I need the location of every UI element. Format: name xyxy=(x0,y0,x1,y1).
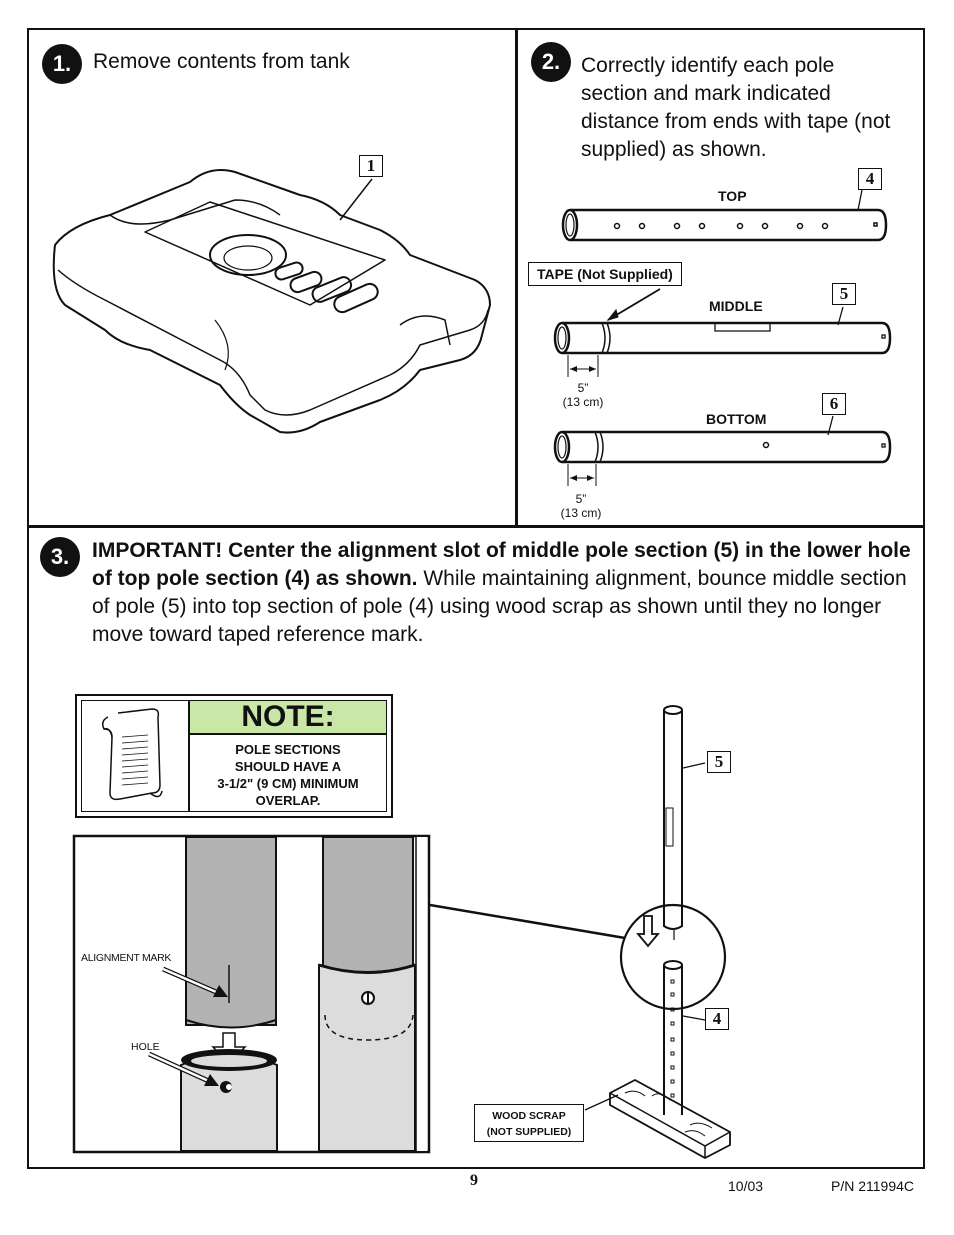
step-2-badge: 2. xyxy=(531,42,571,82)
step-1-text: Remove contents from tank xyxy=(93,50,350,73)
wood-scrap-line-1: WOOD SCRAP xyxy=(492,1110,566,1122)
step-3-text: IMPORTANT! Center the alignment slot of … xyxy=(92,537,912,649)
revision-date: 10/03 xyxy=(728,1178,764,1194)
note-body: POLE SECTIONS SHOULD HAVE A 3-1/2" (9 CM… xyxy=(188,735,386,811)
step-3-badge: 3. xyxy=(40,537,80,577)
middle-dim-cm: (13 cm) xyxy=(562,395,604,409)
note-line-1: POLE SECTIONS xyxy=(235,742,341,757)
callout-5: 5 xyxy=(832,283,856,305)
tape-label: TAPE (Not Supplied) xyxy=(528,262,682,286)
callout-5-assembly: 5 xyxy=(707,751,731,773)
bottom-dim-inches: 5” xyxy=(575,492,587,506)
bottom-dim-cm: (13 cm) xyxy=(560,506,602,520)
hole-label: HOLE xyxy=(131,1041,160,1053)
panel-divider-vertical xyxy=(515,28,518,526)
note-line-2: SHOULD HAVE A xyxy=(234,759,342,774)
step-2-text: Correctly identify each pole section and… xyxy=(581,54,891,161)
top-pole-drawing xyxy=(561,189,888,242)
middle-pole-label: MIDDLE xyxy=(709,298,763,314)
note-box: NOTE: POLE SECTIONS SHOULD HAVE A 3-1/2"… xyxy=(75,694,393,818)
middle-dim: 5” (13 cm) xyxy=(555,381,611,409)
page-number: 9 xyxy=(470,1172,478,1189)
middle-dim-inches: 5” xyxy=(577,381,589,395)
step-3-important: IMPORTANT! Center the alignment slot of … xyxy=(92,539,911,590)
top-pole-label: TOP xyxy=(718,188,747,204)
step-3-body: While maintaining alignment, bounce midd… xyxy=(92,567,907,646)
note-inner: NOTE: POLE SECTIONS SHOULD HAVE A 3-1/2"… xyxy=(81,700,387,812)
page-frame xyxy=(27,28,925,1169)
step-1-badge: 1. xyxy=(42,44,82,84)
callout-6: 6 xyxy=(822,393,846,415)
wood-scrap-line-2: (NOT SUPPLIED) xyxy=(486,1126,572,1138)
alignment-detail xyxy=(72,834,431,1154)
callout-1: 1 xyxy=(359,155,383,177)
middle-pole-drawing xyxy=(553,288,892,377)
bottom-pole-label: BOTTOM xyxy=(706,411,767,427)
note-page-icon xyxy=(101,708,163,801)
tank-illustration xyxy=(52,169,491,434)
note-title: NOTE: xyxy=(188,701,386,735)
note-line-3: 3-1/2" (9 CM) MINIMUM xyxy=(217,776,359,791)
part-number: P/N 211994C xyxy=(831,1178,915,1194)
alignment-mark-label: ALIGNMENT MARK xyxy=(81,952,172,964)
bottom-dim: 5” (13 cm) xyxy=(553,492,609,520)
callout-4-assembly: 4 xyxy=(705,1008,729,1030)
pole-assembly-drawing xyxy=(429,705,731,1160)
panel-divider-horizontal xyxy=(27,525,925,528)
note-line-4: OVERLAP. xyxy=(255,793,321,808)
wood-scrap-label: WOOD SCRAP (NOT SUPPLIED) xyxy=(474,1104,584,1142)
callout-4: 4 xyxy=(858,168,882,190)
bottom-pole-drawing xyxy=(553,415,892,486)
